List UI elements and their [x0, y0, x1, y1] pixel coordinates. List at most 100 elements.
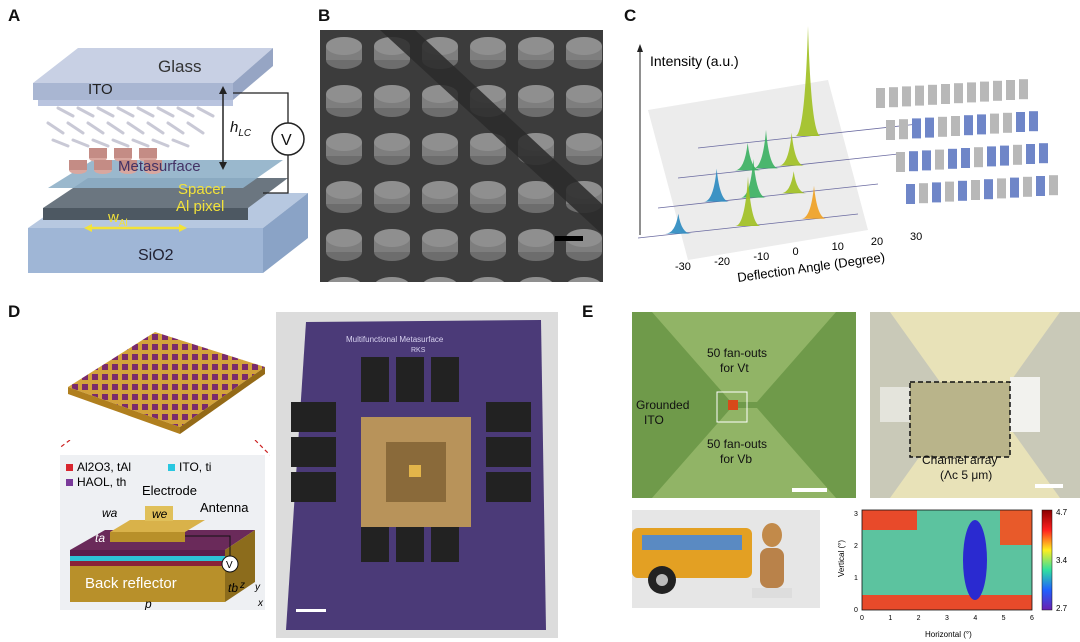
chart-c-phase-bar [1000, 145, 1009, 166]
chart-c-peak [703, 168, 730, 202]
panel-d-pcb-photo: Multifunctional Metasurface RKS [276, 312, 558, 638]
label-ito-a: ITO [88, 81, 113, 98]
chart-c-phase-bar [967, 82, 976, 103]
chart-c-phase-bar [961, 148, 970, 168]
chart-c-phase-bar [1019, 79, 1028, 100]
chart-c-phase-bar [919, 183, 928, 204]
chart-c-phase-bar [984, 179, 993, 200]
label-channel: Channel array [922, 453, 997, 467]
label-glass: Glass [158, 57, 201, 76]
chart-c-phase-bar [889, 87, 898, 108]
chart-c-phase-bar [1029, 111, 1038, 132]
legend-ito: ITO, ti [179, 460, 211, 474]
board-sub: RKS [411, 347, 426, 354]
chart-c-peak [735, 176, 761, 226]
chart-c-phase-bar [958, 180, 967, 201]
chart-c-ylabel: Intensity (a.u.) [650, 53, 739, 69]
chart-c-phase-bar [1003, 112, 1012, 133]
chart-c-phase-bar [886, 120, 895, 140]
chart-c-tick: 0 [793, 246, 799, 258]
chart-c-tick: 30 [910, 231, 922, 243]
chart-c-tick: -10 [753, 251, 769, 263]
label-fanout-bot: 50 fan-outs [707, 437, 767, 451]
chart-c-phase-bar [941, 84, 950, 104]
label-ito-e: ITO [644, 413, 664, 427]
heat-ytick: 1 [854, 575, 858, 582]
chart-c-phase-bar [964, 115, 973, 136]
panel-c-deflection-chart: Intensity (a.u.) Deflection Angle (Degre… [637, 26, 1058, 285]
label-fanout-top-sub: for Vt [720, 361, 749, 375]
label-spacer: Spacer [178, 181, 226, 198]
label-channel-sub: (Λc 5 μm) [940, 468, 992, 482]
chart-c-phase-bar [1010, 177, 1019, 198]
heat-xtick: 3 [945, 615, 949, 622]
chart-c-peak [753, 129, 779, 169]
heat-xtick: 5 [1002, 615, 1006, 622]
label-voltage-a: V [281, 132, 292, 149]
chart-c-phase-bar [1023, 176, 1032, 197]
heat-ytick: 2 [854, 543, 858, 550]
chart-c-tick: 10 [832, 241, 844, 253]
label-antenna: Antenna [200, 500, 249, 515]
label-fanout-bot-sub: for Vb [720, 452, 752, 466]
panel-e-channel-photo: Channel array (Λc 5 μm) [870, 312, 1080, 498]
chart-c-peak [778, 132, 805, 166]
board-title: Multifunctional Metasurface [346, 335, 444, 344]
panel-a-device-schematic: Glass ITO hLC V Metasurface Spacer Al pi… [28, 48, 308, 273]
heat-ylabel: Vertical (°) [837, 540, 846, 577]
chart-c-phase-bar [1026, 144, 1035, 164]
chart-c-phase-bar [935, 149, 944, 170]
heat-xtick: 4 [973, 615, 977, 622]
heat-ytick: 0 [854, 607, 858, 614]
chart-c-baseline [677, 153, 899, 179]
label-ta: ta [95, 531, 105, 545]
heat-xtick: 1 [888, 615, 892, 622]
heat-xtick: 6 [1030, 615, 1034, 622]
chart-c-peak [665, 213, 692, 234]
label-we: we [152, 507, 168, 521]
label-tb: tb [228, 581, 238, 595]
label-electrode: Electrode [142, 483, 197, 498]
legend-al2o3: Al2O3, tAl [77, 460, 131, 474]
axis-x: x [257, 598, 264, 609]
chart-c-phase-bar [954, 83, 963, 104]
chart-c-phase-bar [997, 178, 1006, 199]
chart-c-phase-bar [977, 114, 986, 135]
label-metasurface: Metasurface [118, 158, 201, 175]
heat-xtick: 2 [917, 615, 921, 622]
panel-label-b: B [318, 6, 331, 25]
chart-c-phase-bar [915, 85, 924, 106]
label-al-pixel: Al pixel [176, 198, 224, 215]
label-sio2: SiO2 [138, 247, 174, 264]
chart-c-peak [780, 171, 807, 194]
chart-c-phase-bar [987, 146, 996, 167]
axis-y: y [254, 582, 261, 593]
label-hlc: hLC [230, 119, 252, 139]
chart-c-phase-bar [922, 150, 931, 171]
chart-c-phase-bar [945, 181, 954, 202]
panel-b-sem-image [320, 30, 603, 282]
chart-c-phase-bar [876, 88, 885, 108]
legend-haol: HAOL, th [77, 475, 126, 489]
chart-c-tick: -30 [675, 261, 691, 273]
chart-c-phase-bar [906, 184, 915, 204]
chart-c-phase-bar [902, 86, 911, 107]
panel-label-c: C [624, 6, 637, 25]
cbar-tick-top: 4.7 [1056, 508, 1068, 517]
panel-e-chip-photo: 50 fan-outs for Vt Grounded ITO 50 fan-o… [632, 312, 856, 498]
chart-c-phase-bar [909, 151, 918, 172]
chart-c-phase-bar [896, 152, 905, 172]
cbar-tick-mid: 3.4 [1056, 556, 1068, 565]
label-wal: wAl [107, 209, 128, 229]
chart-c-phase-bar [1049, 175, 1058, 196]
chart-c-phase-bar [974, 147, 983, 168]
panel-e-bus-photo [632, 510, 820, 608]
chart-c-phase-bar [899, 119, 908, 140]
chart-c-phase-bar [1036, 176, 1045, 196]
chart-c-peak [801, 185, 827, 219]
chart-c-phase-bar [932, 182, 941, 203]
chart-c-phase-bar [948, 148, 957, 169]
label-back-reflector: Back reflector [85, 575, 177, 592]
panel-d-metasurface-schematic [68, 332, 265, 434]
